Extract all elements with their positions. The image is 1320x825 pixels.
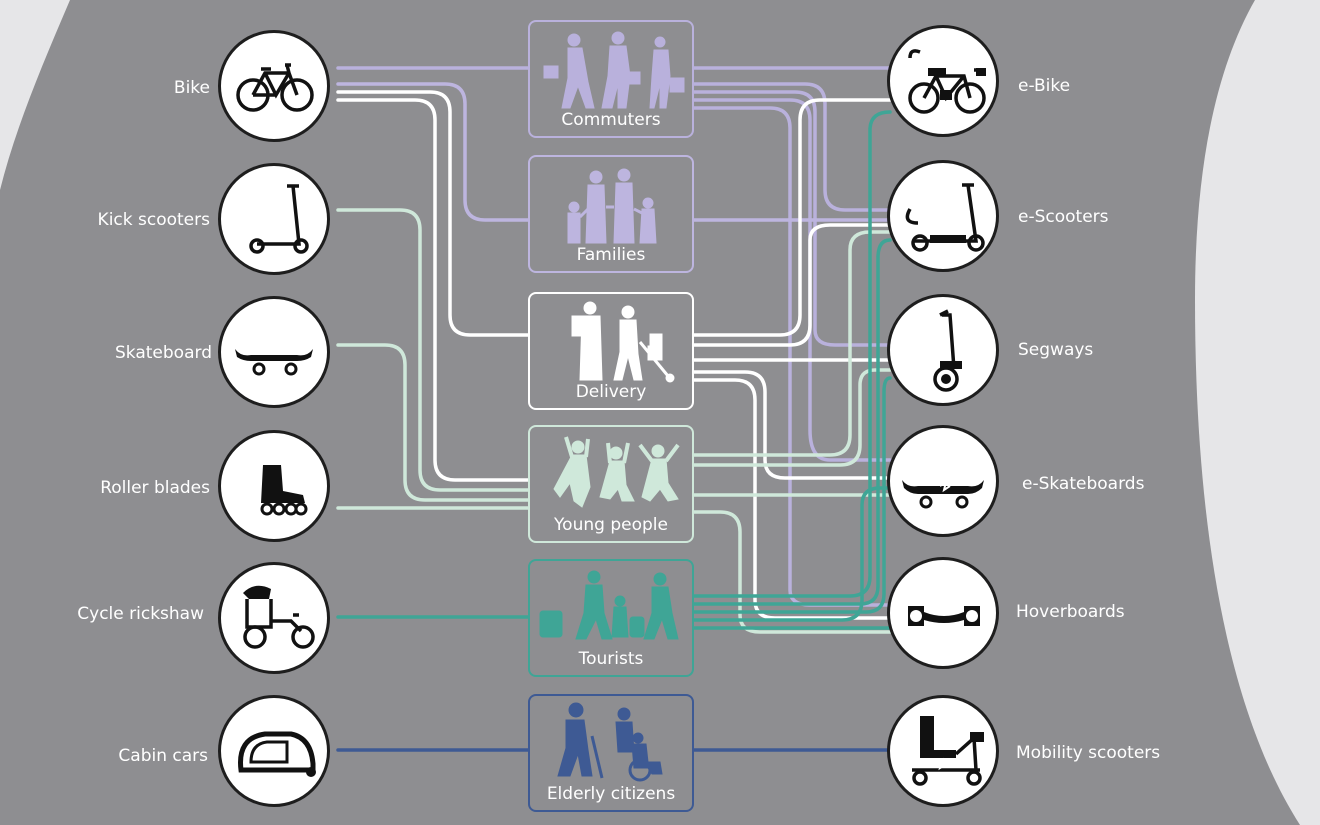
- elderly-citizens-label: Elderly citizens: [546, 784, 676, 804]
- families-label: Families: [576, 245, 646, 265]
- line-tourists-escooter: [692, 238, 892, 606]
- cycle-rickshaw-node: [218, 562, 330, 674]
- skateboard-label: Skateboard: [115, 343, 212, 363]
- line-young-segway: [692, 368, 892, 467]
- segway-node: [887, 294, 999, 406]
- group-elderly-citizens: Elderly citizens: [528, 694, 694, 812]
- e-scooter-icon: [905, 183, 985, 252]
- kick-scooter-icon: [249, 184, 309, 254]
- hoverboard-icon: [908, 606, 980, 626]
- line-tourists-segway: [692, 376, 892, 614]
- hoverboard-node: [887, 557, 999, 669]
- e-scooter-node: [887, 160, 999, 272]
- bicycle-icon: [236, 63, 314, 112]
- family-icon: [567, 168, 657, 244]
- e-skateboards-label: e-Skateboards: [1022, 474, 1145, 494]
- line-bike-young: [336, 98, 532, 482]
- delivery-icon: [571, 301, 675, 383]
- roller-skate-icon: [260, 465, 308, 516]
- families-lines: [336, 82, 892, 222]
- commuters-icon: [543, 31, 685, 109]
- mobility-scooters-label: Mobility scooters: [1016, 743, 1161, 763]
- kick-scooter-node: [218, 163, 330, 275]
- elderly-icon: [557, 702, 663, 782]
- group-delivery: Delivery: [528, 292, 694, 410]
- skateboard-node: [218, 296, 330, 408]
- young-people-label: Young people: [554, 515, 668, 535]
- delivery-label: Delivery: [575, 382, 647, 402]
- tourists-label: Tourists: [578, 649, 644, 669]
- mobility-scooter-node: [887, 695, 999, 807]
- e-skateboard-node: [887, 425, 999, 537]
- line-bike-families: [336, 82, 532, 222]
- line-kickscooter-young: [336, 208, 532, 492]
- line-tourists-eskateboard: [692, 486, 892, 622]
- e-skateboard-icon: [902, 479, 984, 509]
- delivery-lines: [336, 90, 892, 620]
- line-delivery-eskateboard: [692, 370, 892, 480]
- cycle-rickshaw-label: Cycle rickshaw: [77, 604, 204, 624]
- mobility-scooter-icon: [912, 716, 984, 786]
- roller-blades-node: [218, 430, 330, 542]
- tourists-lines: [336, 110, 892, 630]
- group-commuters: Commuters: [528, 20, 694, 138]
- line-tourists-ebike: [692, 110, 892, 598]
- line-delivery-escooter: [692, 223, 892, 347]
- e-scooters-label: e-Scooters: [1018, 207, 1109, 227]
- cabin-cars-node: [218, 695, 330, 807]
- group-young-people: Young people: [528, 425, 694, 543]
- line-young-hoverboard: [692, 510, 892, 634]
- segway-icon: [933, 309, 962, 392]
- rickshaw-icon: [243, 585, 315, 649]
- group-families: Families: [528, 155, 694, 273]
- line-delivery-hoverboard: [692, 378, 892, 620]
- skateboard-icon: [235, 349, 313, 376]
- young-people-icon: [553, 436, 680, 508]
- line-skateboard-young: [336, 343, 532, 502]
- roller-blades-label: Roller blades: [100, 478, 210, 498]
- segways-label: Segways: [1018, 340, 1094, 360]
- cabin-car-icon: [238, 731, 316, 777]
- background-right-arc: [1195, 0, 1320, 825]
- commuters-label: Commuters: [561, 110, 661, 130]
- e-bike-icon: [908, 49, 986, 114]
- e-bike-label: e-Bike: [1018, 76, 1071, 96]
- group-tourists: Tourists: [528, 559, 694, 677]
- e-bike-node: [887, 25, 999, 137]
- line-delivery-ebike: [692, 98, 892, 337]
- bike-label: Bike: [173, 78, 210, 98]
- background-corner-arc: [0, 0, 70, 190]
- line-bike-delivery: [336, 90, 532, 337]
- cabin-cars-label: Cabin cars: [118, 746, 208, 766]
- tourists-icon: [539, 570, 679, 640]
- line-young-escooter: [692, 230, 892, 457]
- bike-node: [218, 30, 330, 142]
- kick-scooters-label: Kick scooters: [97, 210, 210, 230]
- hoverboards-label: Hoverboards: [1016, 602, 1125, 622]
- line-commuters-escooter: [692, 82, 892, 212]
